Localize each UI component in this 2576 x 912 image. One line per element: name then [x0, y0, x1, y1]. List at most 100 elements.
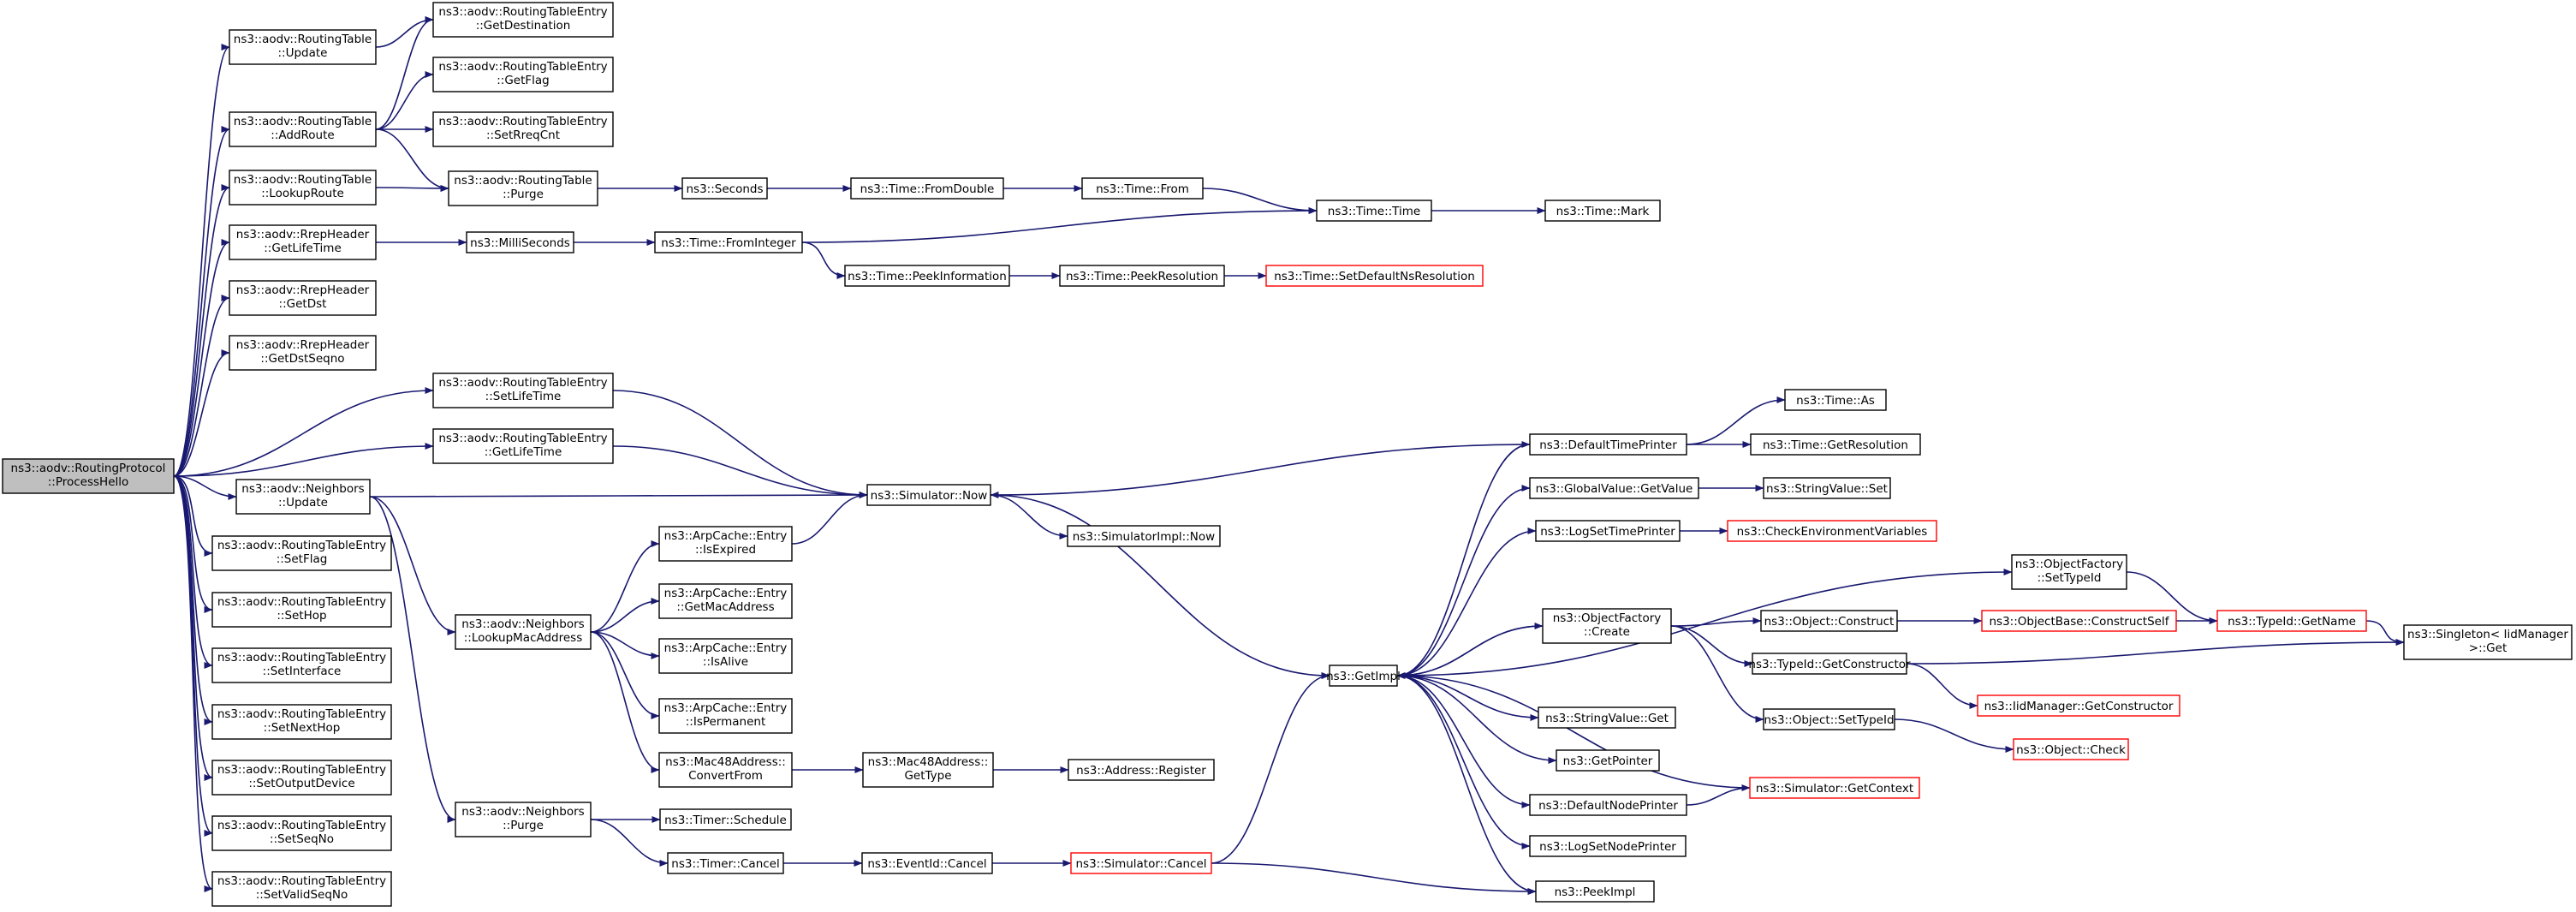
node-box	[2011, 554, 2127, 590]
node-millis[interactable]: ns3::MilliSeconds	[466, 231, 574, 253]
node-rte_setoutputdevice[interactable]: ns3::aodv::RoutingTableEntry::SetOutputD…	[211, 760, 392, 796]
node-seconds[interactable]: ns3::Seconds	[681, 177, 768, 200]
node-sv_get[interactable]: ns3::StringValue::Get	[1538, 706, 1676, 729]
node-simimplnow[interactable]: ns3::SimulatorImpl::Now	[1067, 525, 1221, 547]
node-box	[658, 583, 793, 619]
edge-rt_addroute-to-rte_getflag	[375, 71, 434, 130]
node-addr_register[interactable]: ns3::Address::Register	[1068, 759, 1215, 781]
node-label-line: ns3::Time::PeekResolution	[1066, 270, 1218, 283]
edge-rte_setlifetime-to-simnow	[612, 390, 868, 498]
node-rte_setflag[interactable]: ns3::aodv::RoutingTableEntry::SetFlag	[211, 535, 392, 571]
node-box	[658, 638, 793, 674]
node-simnow[interactable]: ns3::Simulator::Now	[866, 484, 991, 506]
node-box	[211, 871, 392, 907]
node-mac_convfrom[interactable]: ns3::Mac48Address::ConvertFrom	[658, 752, 793, 788]
node-label-line: ns3::Object::SetTypeId	[1764, 713, 1894, 727]
node-label-line: ns3::aodv::Neighbors	[461, 805, 584, 819]
node-getpointer[interactable]: ns3::GetPointer	[1556, 749, 1660, 772]
node-label-line: ns3::aodv::RoutingTableEntry	[438, 5, 607, 19]
node-rte_getdestination[interactable]: ns3::aodv::RoutingTableEntry::GetDestina…	[432, 2, 614, 38]
node-singleton_get[interactable]: ns3::Singleton< IidManager>::Get	[2403, 624, 2573, 660]
node-timer_cancel[interactable]: ns3::Timer::Cancel	[667, 852, 784, 874]
node-rrep_getdst[interactable]: ns3::aodv::RrepHeader::GetDst	[229, 280, 377, 316]
node-rte_setnexthop[interactable]: ns3::aodv::RoutingTableEntry::SetNextHop	[211, 704, 392, 740]
node-rte_getflag[interactable]: ns3::aodv::RoutingTableEntry::GetFlag	[432, 57, 614, 92]
node-timeas[interactable]: ns3::Time::As	[1784, 389, 1887, 411]
node-of_settypeid[interactable]: ns3::ObjectFactory::SetTypeId	[2011, 554, 2127, 590]
node-label-line: ns3::MilliSeconds	[470, 236, 570, 250]
node-obj_construct[interactable]: ns3::Object::Construct	[1760, 610, 1898, 632]
node-timegetres[interactable]: ns3::Time::GetResolution	[1750, 433, 1921, 456]
node-rt_purge[interactable]: ns3::aodv::RoutingTable::Purge	[448, 170, 598, 206]
node-typeid_getname[interactable]: ns3::TypeId::GetName	[2216, 610, 2367, 632]
node-box	[229, 29, 377, 65]
node-rrep_getlifetime[interactable]: ns3::aodv::RrepHeader::GetLifeTime	[229, 224, 377, 260]
node-eventid_cancel[interactable]: ns3::EventId::Cancel	[861, 852, 993, 874]
node-defnodeprinter[interactable]: ns3::DefaultNodePrinter	[1529, 794, 1687, 816]
node-rte_getlifetime[interactable]: ns3::aodv::RoutingTableEntry::GetLifeTim…	[432, 428, 614, 464]
node-rte_sethop[interactable]: ns3::aodv::RoutingTableEntry::SetHop	[211, 592, 392, 628]
node-box	[1542, 608, 1672, 644]
node-obj_settypeid[interactable]: ns3::Object::SetTypeId	[1763, 708, 1895, 730]
node-logsettimeprinter[interactable]: ns3::LogSetTimePrinter	[1535, 520, 1681, 542]
node-sim_cancel[interactable]: ns3::Simulator::Cancel	[1070, 852, 1212, 874]
node-of_create[interactable]: ns3::ObjectFactory::Create	[1542, 608, 1672, 644]
node-rte_setvalidseqno[interactable]: ns3::aodv::RoutingTableEntry::SetValidSe…	[211, 871, 392, 907]
node-nb_lookupmac[interactable]: ns3::aodv::Neighbors::LookupMacAddress	[455, 614, 592, 650]
node-rte_setrreqcnt[interactable]: ns3::aodv::RoutingTableEntry::SetRreqCnt	[432, 111, 614, 147]
node-timemark[interactable]: ns3::Time::Mark	[1544, 200, 1661, 222]
node-sim_getcontext[interactable]: ns3::Simulator::GetContext	[1749, 777, 1920, 799]
node-timer_schedule[interactable]: ns3::Timer::Schedule	[659, 808, 792, 831]
node-obj_check[interactable]: ns3::Object::Check	[2013, 738, 2129, 760]
node-rt_addroute[interactable]: ns3::aodv::RoutingTable::AddRoute	[229, 111, 377, 147]
node-peekres[interactable]: ns3::Time::PeekResolution	[1059, 265, 1225, 287]
node-rt_update[interactable]: ns3::aodv::RoutingTable::Update	[229, 29, 377, 65]
node-rte_setinterface[interactable]: ns3::aodv::RoutingTableEntry::SetInterfa…	[211, 647, 392, 683]
node-peekimpl[interactable]: ns3::PeekImpl	[1535, 880, 1655, 903]
node-label-line: ns3::Seconds	[687, 182, 764, 196]
node-timefrom[interactable]: ns3::Time::From	[1081, 177, 1204, 200]
node-timetime[interactable]: ns3::Time::Time	[1316, 200, 1432, 222]
node-rte_setseqno[interactable]: ns3::aodv::RoutingTableEntry::SetSeqNo	[211, 815, 392, 851]
node-label-line: ::ProcessHello	[48, 475, 129, 489]
node-fromint[interactable]: ns3::Time::FromInteger	[654, 231, 803, 253]
node-nb_update[interactable]: ns3::aodv::Neighbors::Update	[235, 479, 371, 515]
node-fromdouble[interactable]: ns3::Time::FromDouble	[850, 177, 1004, 200]
node-box	[432, 111, 614, 147]
edge-nb_lookupmac-to-arp_getmac	[590, 598, 660, 633]
node-label-line: ns3::aodv::RoutingTable	[454, 174, 592, 188]
edge-rt_addroute-to-rt_purge	[375, 128, 449, 192]
node-arp_isalive[interactable]: ns3::ArpCache::Entry::IsAlive	[658, 638, 793, 674]
node-label-line: ns3::LogSetTimePrinter	[1540, 525, 1675, 539]
node-iid_getctor[interactable]: ns3::IidManager::GetConstructor	[1977, 694, 2180, 717]
node-typeid_getctor[interactable]: ns3::TypeId::GetConstructor	[1748, 653, 1911, 675]
node-box	[211, 815, 392, 851]
node-sv_set[interactable]: ns3::StringValue::Set	[1763, 477, 1891, 499]
node-objbase_construct[interactable]: ns3::ObjectBase::ConstructSelf	[1981, 610, 2177, 632]
node-arp_isexpired[interactable]: ns3::ArpCache::Entry::IsExpired	[658, 526, 793, 562]
node-box	[211, 647, 392, 683]
node-getimpl[interactable]: ns3::GetImpl	[1326, 665, 1401, 687]
node-nb_purge[interactable]: ns3::aodv::Neighbors::Purge	[455, 802, 592, 837]
node-mac_gettype[interactable]: ns3::Mac48Address::GetType	[862, 752, 994, 788]
node-label-line: ns3::GetImpl	[1326, 670, 1401, 683]
edge-root-to-rte_setoutputdevice	[173, 475, 213, 781]
node-logsetnodeprinter[interactable]: ns3::LogSetNodePrinter	[1529, 835, 1687, 857]
node-arp_getmac[interactable]: ns3::ArpCache::Entry::GetMacAddress	[658, 583, 793, 619]
node-root[interactable]: ns3::aodv::RoutingProtocol::ProcessHello	[2, 458, 175, 494]
node-gv_getvalue[interactable]: ns3::GlobalValue::GetValue	[1529, 477, 1699, 499]
node-checkenv[interactable]: ns3::CheckEnvironmentVariables	[1727, 520, 1937, 542]
node-box	[654, 231, 803, 253]
node-label-line: ::GetLifeTime	[264, 241, 342, 255]
node-deftimeprinter[interactable]: ns3::DefaultTimePrinter	[1529, 433, 1687, 456]
node-setdefres[interactable]: ns3::Time::SetDefaultNsResolution	[1265, 265, 1484, 287]
node-arp_isperm[interactable]: ns3::ArpCache::Entry::IsPermanent	[658, 698, 793, 734]
node-box	[235, 479, 371, 515]
node-label-line: ::AddRoute	[271, 128, 334, 142]
node-rt_lookuproute[interactable]: ns3::aodv::RoutingTable::LookupRoute	[229, 170, 377, 206]
edge-getimpl-to-peekimpl	[1396, 675, 1537, 895]
node-rte_setlifetime[interactable]: ns3::aodv::RoutingTableEntry::SetLifeTim…	[432, 373, 614, 408]
node-peekinfo[interactable]: ns3::Time::PeekInformation	[844, 265, 1010, 287]
node-rrep_getdstseqno[interactable]: ns3::aodv::RrepHeader::GetDstSeqno	[229, 335, 377, 371]
node-label-line: ns3::ArpCache::Entry	[664, 587, 788, 600]
